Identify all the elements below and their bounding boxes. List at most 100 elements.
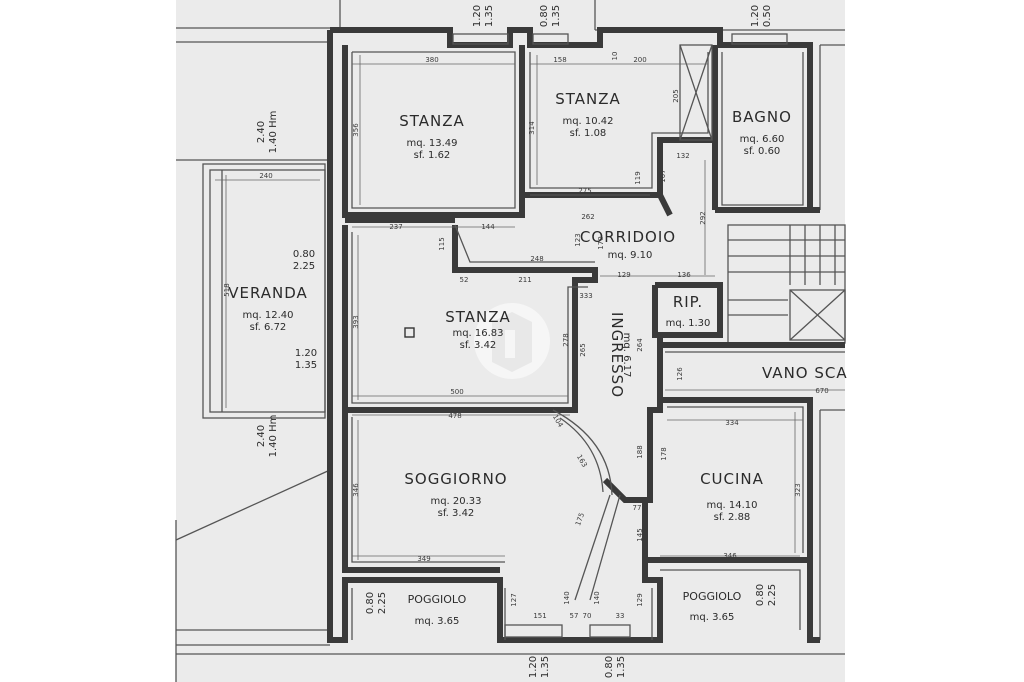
win-bottom2-a: 0.80 <box>604 656 615 678</box>
dim-label: 500 <box>450 388 463 396</box>
dim-label: 70 <box>583 612 592 620</box>
room-area-corridoio: mq. 9.10 <box>608 250 653 261</box>
dim-label: 323 <box>794 483 802 496</box>
dim-label: 170 <box>597 236 605 249</box>
dim-label: 129 <box>636 593 644 606</box>
dim-label: 346 <box>352 483 360 497</box>
dim-label: 77 <box>633 504 642 512</box>
dim-label: 129 <box>617 271 630 279</box>
dim-label: 264 <box>636 338 644 352</box>
room-area-poggiolo2: mq. 3.65 <box>690 612 735 623</box>
dim-label: 10 <box>611 52 619 61</box>
room-name-soggiorno: SOGGIORNO <box>404 470 507 488</box>
room-name-vanoscala: VANO SCA <box>762 364 848 382</box>
dim-label: 346 <box>723 552 737 560</box>
win-pogg-right-b: 2.25 <box>767 584 778 606</box>
walls <box>327 27 845 643</box>
dim-label: 158 <box>553 56 566 64</box>
win-bottom1-a: 1.20 <box>528 656 539 678</box>
win-pogg-right-a: 0.80 <box>755 584 766 606</box>
win-top2-a: 0.80 <box>539 5 550 27</box>
dim-label: 123 <box>574 233 582 246</box>
room-area-cucina: mq. 14.10 <box>706 500 757 511</box>
room-sf-stanza1: sf. 1.62 <box>414 150 451 161</box>
veranda-frame <box>202 163 326 419</box>
dim-label: 126 <box>676 367 684 381</box>
dim-label: 262 <box>581 213 594 221</box>
win-veranda-top-a: 2.40 <box>256 121 267 143</box>
win-top1-b: 1.35 <box>484 5 495 27</box>
windows <box>452 33 788 638</box>
dim-label: 265 <box>579 343 587 356</box>
win-top3-a: 1.20 <box>750 5 761 27</box>
dim-label: 292 <box>699 211 707 224</box>
room-sf-stanza3: sf. 3.42 <box>460 340 497 351</box>
win-top1-a: 1.20 <box>472 5 483 27</box>
dim-label: 200 <box>633 56 646 64</box>
dim-label: 478 <box>448 412 461 420</box>
win-bottom2-b: 1.35 <box>616 656 627 678</box>
room-name-rip: RIP. <box>673 293 703 311</box>
room-sf-bagno: sf. 0.60 <box>744 146 781 157</box>
dim-label: 119 <box>634 171 642 184</box>
dim-label: 275 <box>578 187 591 195</box>
room-sf-veranda: sf. 6.72 <box>250 322 287 333</box>
dim-label: 314 <box>528 121 536 135</box>
win-veranda-top-b: 1.40 Hm <box>268 111 279 154</box>
room-area-rip: mq. 1.30 <box>666 318 711 329</box>
dim-label: 333 <box>579 292 592 300</box>
win-veranda-bot-a: 2.40 <box>256 425 267 447</box>
dim-label: 151 <box>533 612 546 620</box>
window-labels: 1.20 1.35 0.80 1.35 1.20 0.50 2.40 1.40 … <box>256 5 778 678</box>
room-area-soggiorno: mq. 20.33 <box>430 496 481 507</box>
room-area-stanza1: mq. 13.49 <box>406 138 457 149</box>
room-area-poggiolo1: mq. 3.65 <box>415 616 460 627</box>
dim-label: 349 <box>417 555 430 563</box>
room-sf-cucina: sf. 2.88 <box>714 512 751 523</box>
room-name-cucina: CUCINA <box>700 470 764 488</box>
win-pogg-left-b: 2.25 <box>377 592 388 614</box>
dim-label: 518 <box>223 283 231 296</box>
win-veranda-low-b: 1.35 <box>295 360 317 371</box>
dim-label: 132 <box>676 152 689 160</box>
room-name-poggiolo2: POGGIOLO <box>683 590 742 603</box>
dim-label: 136 <box>677 271 691 279</box>
room-name-corridoio: CORRIDOIO <box>580 228 676 246</box>
room-name-stanza3: STANZA <box>445 308 511 326</box>
column-marker <box>404 327 415 338</box>
dim-label: 248 <box>530 255 543 263</box>
win-top3-b: 0.50 <box>762 5 773 27</box>
dim-label: 356 <box>352 123 360 137</box>
room-name-stanza2: STANZA <box>555 90 621 108</box>
room-labels: STANZA mq. 13.49 sf. 1.62 STANZA mq. 10.… <box>228 90 848 627</box>
dim-label: 127 <box>510 593 518 606</box>
dim-label: 334 <box>725 419 739 427</box>
win-pogg-left-a: 0.80 <box>365 592 376 614</box>
dim-label: 178 <box>660 447 668 460</box>
dim-label: 52 <box>460 276 469 284</box>
win-top2-b: 1.35 <box>551 5 562 27</box>
inner-lines <box>351 51 845 640</box>
room-name-stanza1: STANZA <box>399 112 465 130</box>
dim-label: 107 <box>659 169 667 182</box>
room-area-ingresso: mq. 6.17 <box>621 333 632 378</box>
dim-label: 57 <box>570 612 579 620</box>
room-sf-stanza2: sf. 1.08 <box>570 128 607 139</box>
win-veranda-bot-b: 1.40 Hm <box>268 415 279 458</box>
dim-label: 211 <box>518 276 531 284</box>
watermark-logo <box>474 303 550 379</box>
dim-label: 278 <box>562 333 570 346</box>
room-sf-soggiorno: sf. 3.42 <box>438 508 475 519</box>
dim-label: 240 <box>259 172 272 180</box>
dim-label: 33 <box>616 612 625 620</box>
room-name-ingresso: INGRESSO <box>608 312 626 398</box>
win-veranda-mid-b: 2.25 <box>293 261 315 272</box>
room-name-veranda: VERANDA <box>228 284 308 302</box>
room-name-bagno: BAGNO <box>732 108 792 126</box>
dim-label: 115 <box>438 237 446 250</box>
room-area-veranda: mq. 12.40 <box>242 310 293 321</box>
dim-label: 188 <box>636 445 644 458</box>
dimension-lines <box>215 55 845 560</box>
dim-label: 393 <box>352 315 360 328</box>
